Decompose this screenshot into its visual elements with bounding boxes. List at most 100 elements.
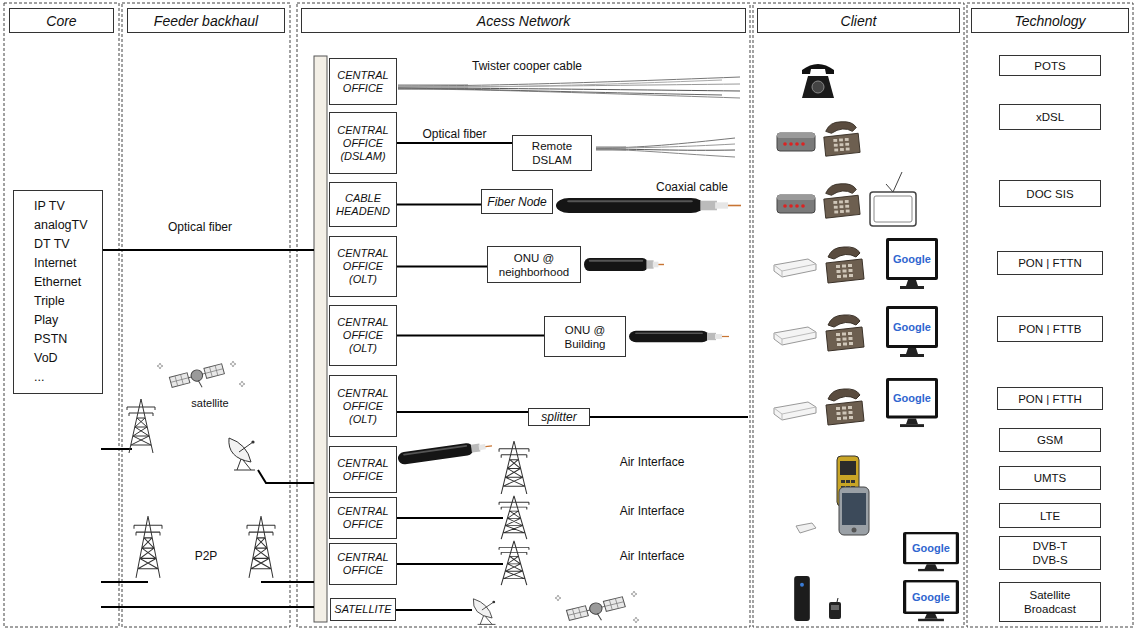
node-text: Ethernet — [34, 273, 81, 292]
office-box: CENTRAL OFFICE — [329, 446, 397, 493]
node-text: Feeder backhaul — [154, 13, 258, 29]
twisted-cable — [596, 138, 735, 157]
modem-icon — [777, 195, 815, 213]
twisted-cable — [398, 77, 740, 98]
modem-icon — [777, 133, 815, 151]
technology-box: UMTS — [999, 466, 1101, 490]
tv-icon — [870, 172, 916, 226]
medium-label: Twister cooper cable — [472, 59, 582, 73]
equipment-box: Remote DSLAM — [512, 135, 592, 171]
node-text: CABLE HEADEND — [332, 192, 394, 218]
fiber-link — [397, 204, 481, 206]
star-icon — [157, 361, 639, 623]
office-box: CENTRAL OFFICE (OLT) — [329, 236, 397, 297]
node-text: PON | FTTH — [1018, 392, 1082, 406]
medium-label: Air Interface — [620, 455, 685, 469]
node-text: Triple Play — [34, 292, 90, 330]
node-text: VoD — [34, 349, 58, 368]
node-text: CENTRAL OFFICE (OLT) — [332, 387, 394, 426]
office-box: CENTRAL OFFICE (OLT) — [329, 305, 397, 366]
device-icon — [829, 598, 841, 619]
node-text: Acess Network — [477, 13, 570, 29]
office-box: CENTRAL OFFICE — [329, 497, 397, 539]
smartphone-icon — [839, 487, 869, 535]
node-text: xDSL — [1036, 110, 1064, 124]
node-text: CENTRAL OFFICE (OLT) — [332, 316, 394, 355]
fiber-link — [397, 411, 528, 413]
column-header: Technology — [971, 8, 1129, 33]
monitor-icon — [886, 378, 938, 427]
coax-cable — [556, 198, 741, 213]
node-text: ... — [34, 368, 44, 387]
equipment-box: Fiber Node — [481, 189, 553, 214]
coax-cable — [629, 331, 729, 342]
office-box: CENTRAL OFFICE — [329, 58, 397, 105]
fiber-line — [590, 416, 748, 418]
screen-logo: Google — [893, 253, 931, 265]
router-icon — [774, 402, 816, 420]
router-icon — [774, 259, 816, 277]
column-header: Acess Network — [301, 8, 746, 33]
technology-box: LTE — [999, 503, 1101, 528]
node-text: Satellite Broadcast — [1015, 588, 1085, 616]
column-outline — [4, 3, 1133, 627]
link-label: Optical fiber — [421, 127, 487, 141]
link-label: Optical fiber — [168, 220, 232, 234]
node-text: Fiber Node — [487, 195, 546, 209]
office-box: CENTRAL OFFICE (OLT) — [329, 375, 397, 437]
feeder-wire — [101, 250, 314, 607]
node-text: PON | FTTN — [1018, 256, 1082, 270]
node-text: Client — [841, 13, 877, 29]
tower-icon — [499, 496, 529, 539]
equipment-box: ONU @ Building — [544, 316, 626, 357]
technology-box: POTS — [999, 55, 1101, 76]
node-text: DT TV — [34, 235, 70, 254]
tower-icon — [499, 541, 529, 585]
node-text: CENTRAL OFFICE — [332, 551, 394, 577]
link-line — [396, 517, 503, 519]
tower-icon — [127, 399, 155, 453]
column-header: Feeder backhaul — [127, 8, 285, 33]
medium-label: Air Interface — [620, 549, 685, 563]
link-label: satellite — [191, 397, 228, 409]
tower-icon — [247, 516, 275, 578]
node-text: CENTRAL OFFICE — [332, 69, 394, 95]
node-text: POTS — [1034, 59, 1065, 73]
medium-label: Air Interface — [620, 504, 685, 518]
technology-box: Satellite Broadcast — [999, 582, 1101, 622]
node-text: CENTRAL OFFICE — [332, 457, 394, 483]
node-text: Internet — [34, 254, 76, 273]
screen-logo: Google — [893, 392, 931, 404]
medium-label: Coaxial cable — [656, 180, 728, 194]
phone-icon — [826, 315, 864, 351]
screen-logo: Google — [912, 591, 950, 603]
screen-logo: Google — [912, 542, 950, 554]
office-box: SATELLITE — [330, 598, 396, 621]
phone-icon — [826, 247, 864, 283]
equipment-box: splitter — [528, 408, 590, 426]
column-header: Client — [757, 8, 960, 33]
tower-icon — [499, 441, 529, 494]
fiber-link — [397, 266, 487, 268]
technology-box: xDSL — [999, 104, 1101, 130]
access-bar — [314, 56, 327, 622]
dongle-icon — [796, 523, 816, 533]
link-line — [396, 563, 503, 565]
technology-box: DOC SIS — [999, 180, 1101, 207]
node-text: analogTV — [34, 216, 88, 235]
fiber-link — [397, 335, 544, 337]
technology-box: PON | FTTB — [997, 316, 1103, 342]
monitor-icon — [903, 580, 959, 621]
equipment-box: ONU @ neighborhood — [487, 246, 581, 283]
tower-icon — [134, 516, 162, 578]
node-text: UMTS — [1034, 471, 1067, 485]
phone-icon — [824, 122, 860, 156]
phone-icon — [824, 184, 860, 218]
office-box: CENTRAL OFFICE (DSLAM) — [329, 112, 397, 174]
node-text: PSTN — [34, 330, 67, 349]
node-text: ONU @ Building — [549, 323, 621, 351]
screen-logo: Google — [893, 321, 931, 333]
